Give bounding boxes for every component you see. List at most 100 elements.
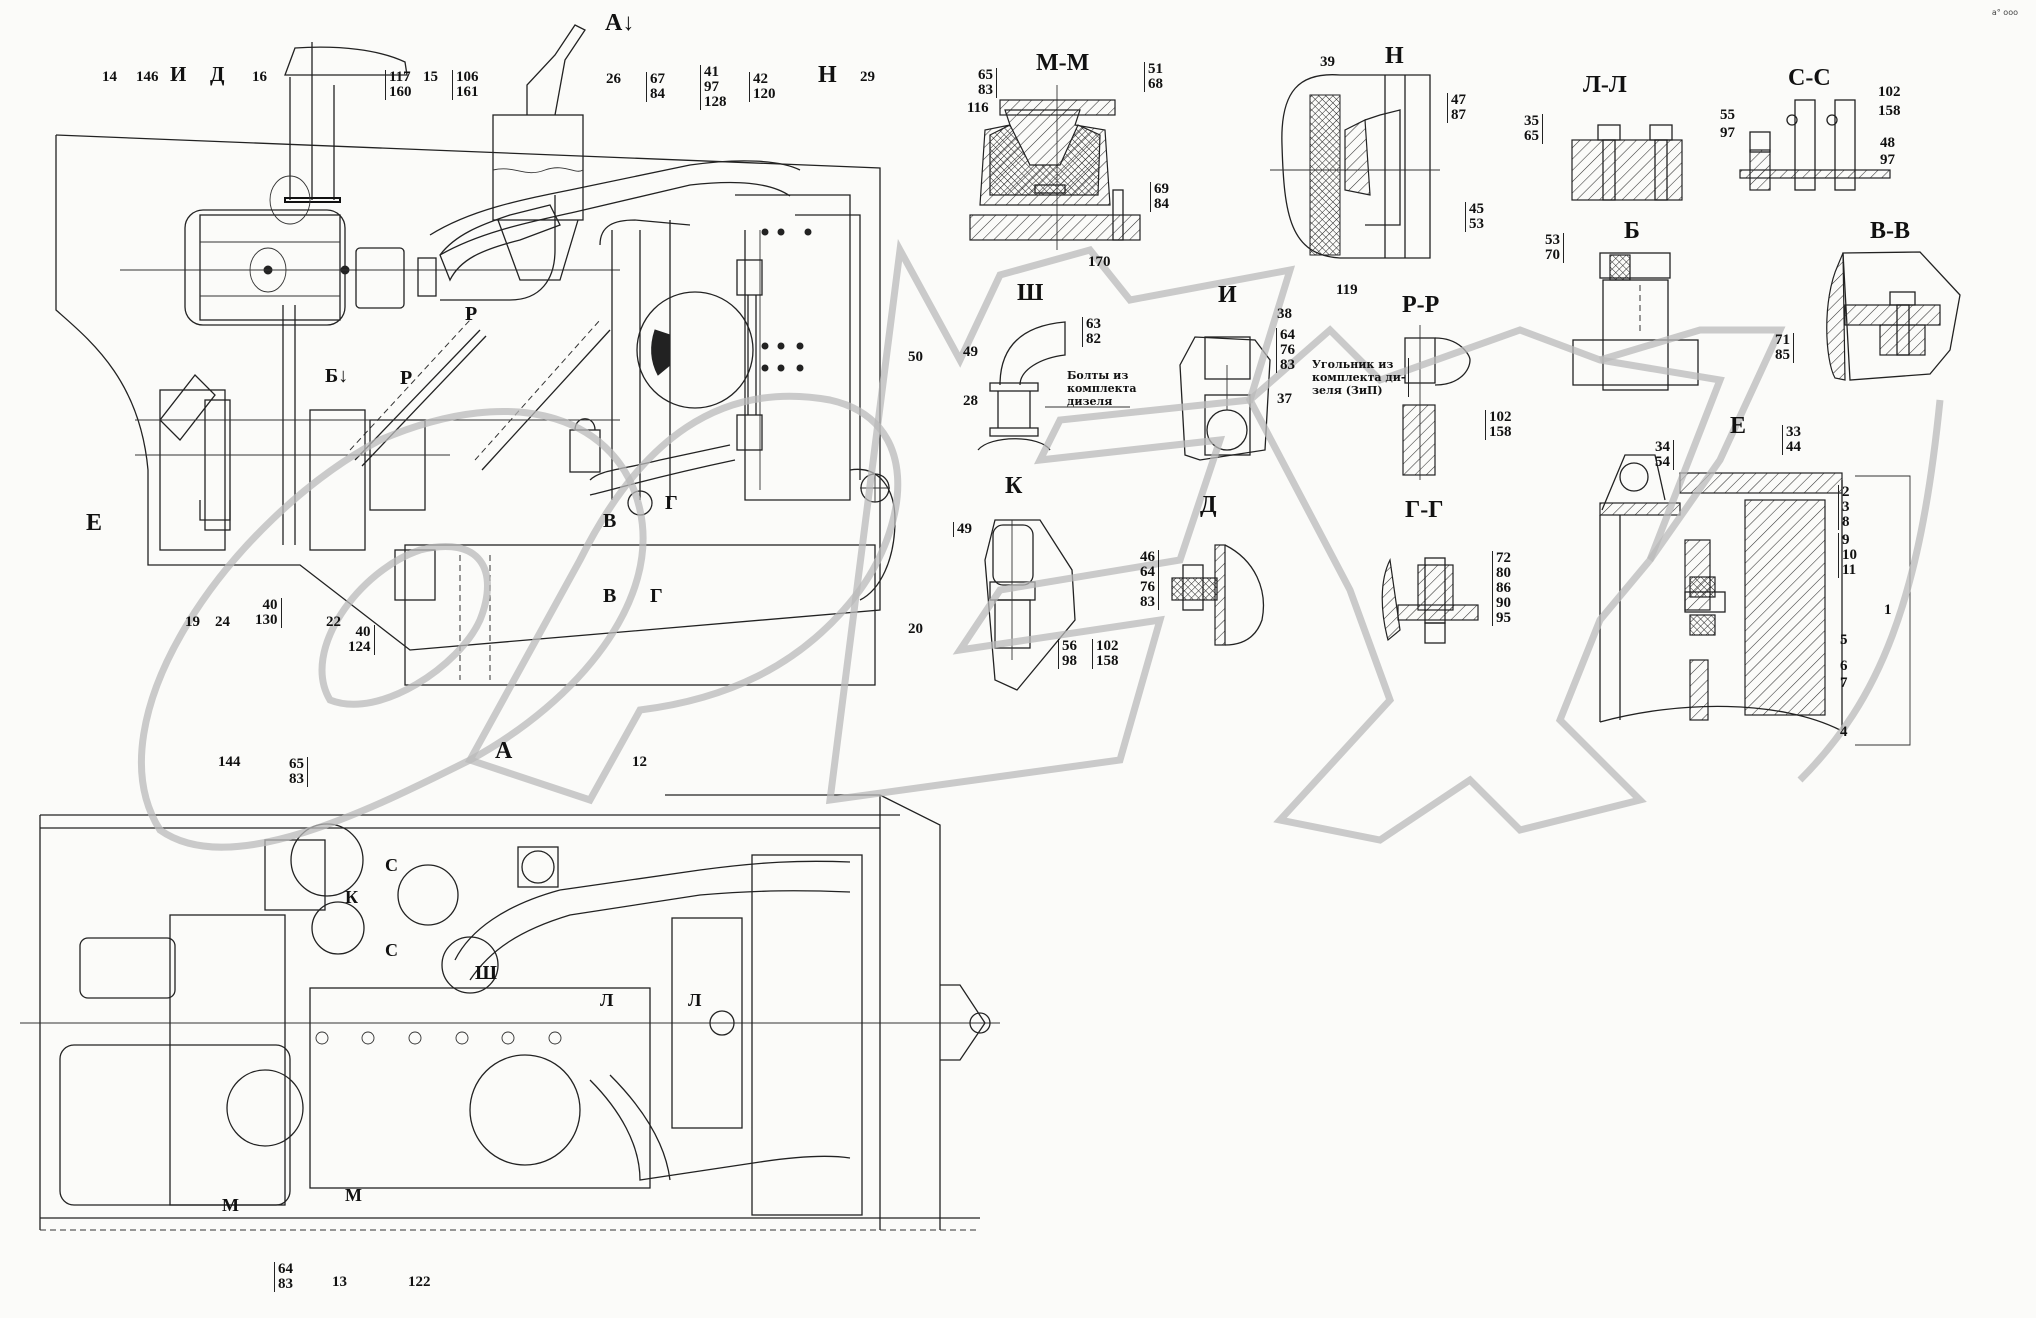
callout-1: 1 <box>1884 602 1892 618</box>
detail-vv-title: В-В <box>1870 218 1911 244</box>
detail-n-title: Н <box>1385 43 1404 69</box>
detail-gg-title: Г-Г <box>1405 497 1444 523</box>
corner-mark: a° ooo <box>1991 8 2018 17</box>
section-mark-v-1: В <box>603 510 617 532</box>
callout-2-3-8: 2 3 8 <box>1838 485 1850 530</box>
callout-view-e: Е <box>86 510 103 536</box>
callout-9-10-11: 9 10 11 <box>1838 533 1857 578</box>
callout-39: 39 <box>1320 54 1335 70</box>
callout-26: 26 <box>606 71 621 87</box>
detail-e-title: Е <box>1730 413 1747 439</box>
section-mark-l-1: Л <box>600 990 614 1010</box>
view-mark-k: К <box>345 887 359 907</box>
section-mark-r-2: Р <box>400 367 413 389</box>
callout-15: 15 <box>423 69 438 85</box>
section-mark-c-2: С <box>385 940 398 960</box>
detail-d-title: Д <box>1200 492 1217 518</box>
view-mark-sh: Ш <box>475 962 497 984</box>
callout-37: 37 <box>1277 391 1292 407</box>
callout-63-82: 63 82 <box>1082 317 1101 347</box>
callout-55: 55 <box>1720 107 1735 123</box>
detail-mm <box>969 85 1141 250</box>
callout-102-cc: 102 <box>1878 84 1901 100</box>
callout-34-54: 34 54 <box>1655 440 1674 470</box>
callout-4: 4 <box>1840 724 1848 740</box>
callout-71-85: 71 85 <box>1775 333 1794 363</box>
callout-72-80-86-90-95: 72 80 86 90 95 <box>1492 551 1511 626</box>
callout-35-65: 35 65 <box>1524 114 1543 144</box>
callout-49-sh: 49 <box>963 344 978 360</box>
callout-48: 48 <box>1880 135 1895 151</box>
detail-mm-title: М-М <box>1036 50 1090 76</box>
callout-16: 16 <box>252 69 267 85</box>
callout-50: 50 <box>908 349 923 365</box>
callout-12: 12 <box>632 754 647 770</box>
callout-64-83-a: 64 83 <box>274 1262 293 1292</box>
callout-38: 38 <box>1277 306 1292 322</box>
callout-64-76-83-i: 64 76 83 <box>1276 328 1295 373</box>
callout-102-158-rr: 102 158 <box>1485 410 1512 440</box>
callout-42-120: 42 120 <box>749 72 776 102</box>
detail-gg <box>1381 557 1479 644</box>
callout-65-83-a: 65 83 <box>289 757 308 787</box>
callout-24: 24 <box>215 614 230 630</box>
watermark <box>138 238 1944 851</box>
callout-67-84: 67 84 <box>646 72 665 102</box>
callout-106-161: 106 161 <box>452 70 479 100</box>
callout-41-97-128: 41 97 128 <box>700 65 727 110</box>
callout-69-84: 69 84 <box>1150 182 1169 212</box>
callout-170: 170 <box>1088 254 1111 270</box>
section-arrow-b: Б↓ <box>325 365 349 387</box>
callout-51-68: 51 68 <box>1144 62 1163 92</box>
detail-cc <box>1739 99 1891 191</box>
callout-53-70: 53 70 <box>1545 233 1564 263</box>
callout-view-d: Д <box>210 62 225 86</box>
callout-116: 116 <box>967 100 989 116</box>
callout-46-64-76-83: 46 64 76 83 <box>1140 550 1159 610</box>
section-mark-m-2: М <box>345 1185 362 1205</box>
callout-102-158-k: 102 158 <box>1092 639 1119 669</box>
callout-144: 144 <box>218 754 241 770</box>
callout-19: 19 <box>185 614 200 630</box>
callout-122: 122 <box>408 1274 431 1290</box>
callout-view-i: И <box>170 62 187 86</box>
callout-40-130: 40 130 <box>255 598 282 628</box>
callout-117-160: 117 160 <box>385 70 412 100</box>
callout-119: 119 <box>1336 282 1358 298</box>
section-mark-g-1: Г <box>665 492 678 514</box>
callout-47-87: 47 87 <box>1447 93 1466 123</box>
callout-158-cc: 158 <box>1878 103 1901 119</box>
callout-22: 22 <box>326 614 341 630</box>
detail-ll <box>1571 124 1683 201</box>
section-mark-c-1: С <box>385 855 398 875</box>
callout-7: 7 <box>1840 675 1848 691</box>
callout-33-44: 33 44 <box>1782 425 1801 455</box>
callout-view-n: Н <box>818 62 837 88</box>
detail-d <box>1171 544 1264 646</box>
callout-49-k: 49 <box>953 522 972 537</box>
note-diesel-angle: Угольник из комплекта ди- зеля (ЗиП) <box>1312 358 1410 397</box>
section-mark-g-2: Г <box>650 585 663 607</box>
section-mark-v-2: В <box>603 585 617 607</box>
callout-28: 28 <box>963 393 978 409</box>
callout-20: 20 <box>908 621 923 637</box>
detail-vv <box>1826 251 1961 381</box>
detail-n <box>1270 74 1440 259</box>
callout-29: 29 <box>860 69 875 85</box>
detail-rr-title: Р-Р <box>1402 292 1440 318</box>
callout-14: 14 <box>102 69 117 85</box>
detail-ll-title: Л-Л <box>1583 72 1627 98</box>
callout-56-98: 56 98 <box>1058 639 1077 669</box>
detail-sh-title: Ш <box>1017 280 1044 306</box>
detail-k-title: К <box>1005 473 1023 499</box>
view-a-plan <box>20 794 1000 1231</box>
detail-b-title: Б <box>1624 218 1640 244</box>
detail-cc-title: С-С <box>1788 65 1831 91</box>
callout-6: 6 <box>1840 658 1848 674</box>
section-mark-m-1: М <box>222 1195 239 1215</box>
detail-b <box>1572 252 1699 391</box>
callout-97-cc-2: 97 <box>1880 152 1895 168</box>
detail-rr <box>1402 325 1471 480</box>
view-arrow-a: А↓ <box>605 10 635 36</box>
